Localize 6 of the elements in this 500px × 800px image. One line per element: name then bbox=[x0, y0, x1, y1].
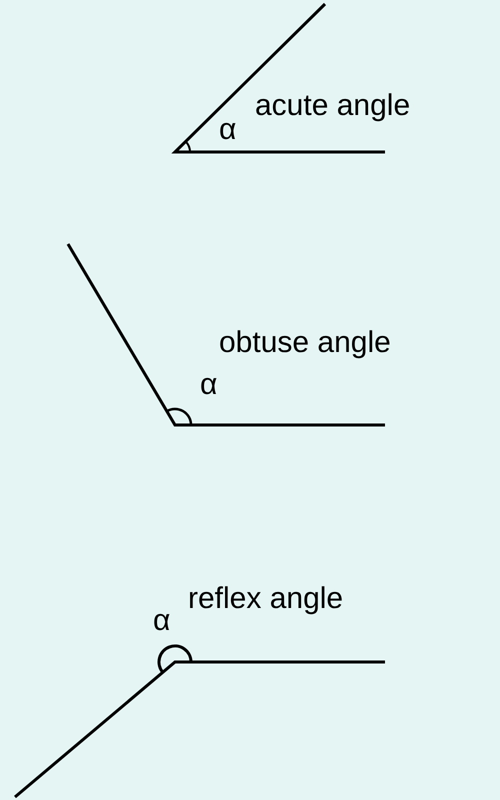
angle-symbol: α bbox=[200, 370, 218, 400]
angle-name-label: reflex angle bbox=[188, 584, 344, 614]
angle-name-label: obtuse angle bbox=[219, 328, 391, 358]
angle-name-label: acute angle bbox=[255, 91, 410, 121]
angle-symbol: α bbox=[153, 606, 170, 636]
angle-symbol: α bbox=[219, 115, 236, 145]
